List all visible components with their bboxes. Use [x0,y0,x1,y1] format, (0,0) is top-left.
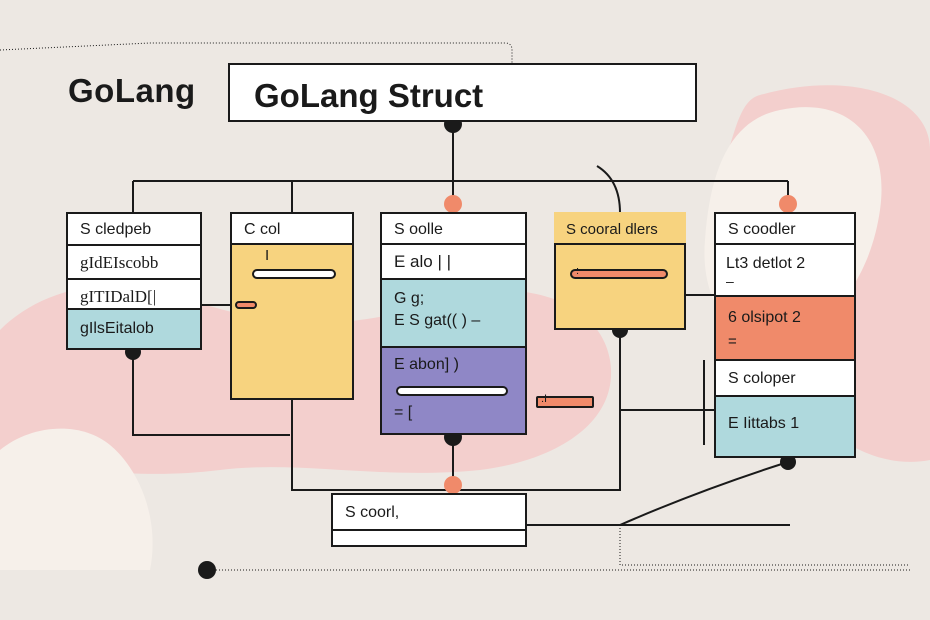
field-row: gIlsEitalob [68,310,200,348]
struct-card-bottom[interactable]: S coorl, [331,493,527,547]
connector-pill [536,396,594,408]
card-header: S coorl, [333,495,525,531]
field-line: 6 olsipot 2 [728,309,801,326]
cream-blob-left [0,428,153,570]
card-body: I : [232,245,352,398]
field-row: E Iittabs 1 [716,397,854,456]
field-row: E alo | | [382,245,525,280]
body-mark: : [576,265,580,277]
card-footer [333,531,525,545]
field-line: = [728,333,737,350]
struct-title-box: GoLang Struct [228,63,697,122]
field-group: Lt3 detlot 2 – [716,245,854,297]
card-body: : [554,243,686,330]
struct-card-1[interactable]: S cledpeb gIdEIscobb gITIDalD[| gIlsEita… [66,212,202,350]
field-group: 6 olsipot 2 = [716,297,854,361]
field-pill [396,386,508,396]
field-pill [252,269,336,279]
field-pill [570,269,668,279]
body-mark: I [265,247,270,264]
field-line: G g; [394,290,425,307]
field-group: E abon] ) = [ [382,348,525,433]
card-header: S oolle [382,214,525,245]
struct-title: GoLang Struct [254,77,484,114]
field-row: gIdEIscobb [68,246,200,280]
field-group: G g; E S gat(( ) – [382,280,525,348]
card-header: S cledpeb [68,214,200,246]
struct-card-5[interactable]: S coodler Lt3 detlot 2 – 6 olsipot 2 = S… [714,212,856,458]
card-header: S cooral dlers [566,221,658,238]
field-line: – [726,273,734,289]
field-line: Lt3 detlot 2 [726,255,806,272]
field-line: E S gat(( ) – [394,312,481,329]
struct-card-4[interactable]: S cooral dlers : [554,212,686,330]
field-line: E abon] ) [394,356,459,373]
card-header: S coodler [716,214,854,245]
field-line: = [ [394,404,413,421]
field-row: gITIDalD[| [68,280,200,310]
field-row: S coloper [716,361,854,397]
struct-card-2[interactable]: C col I : [230,212,354,400]
struct-card-3[interactable]: S oolle E alo | | G g; E S gat(( ) – E a… [380,212,527,435]
diagram-title: GoLang [68,72,196,109]
card-header: C col [232,214,352,245]
connector-mark: :I [541,393,548,405]
connector-pill [235,301,257,309]
